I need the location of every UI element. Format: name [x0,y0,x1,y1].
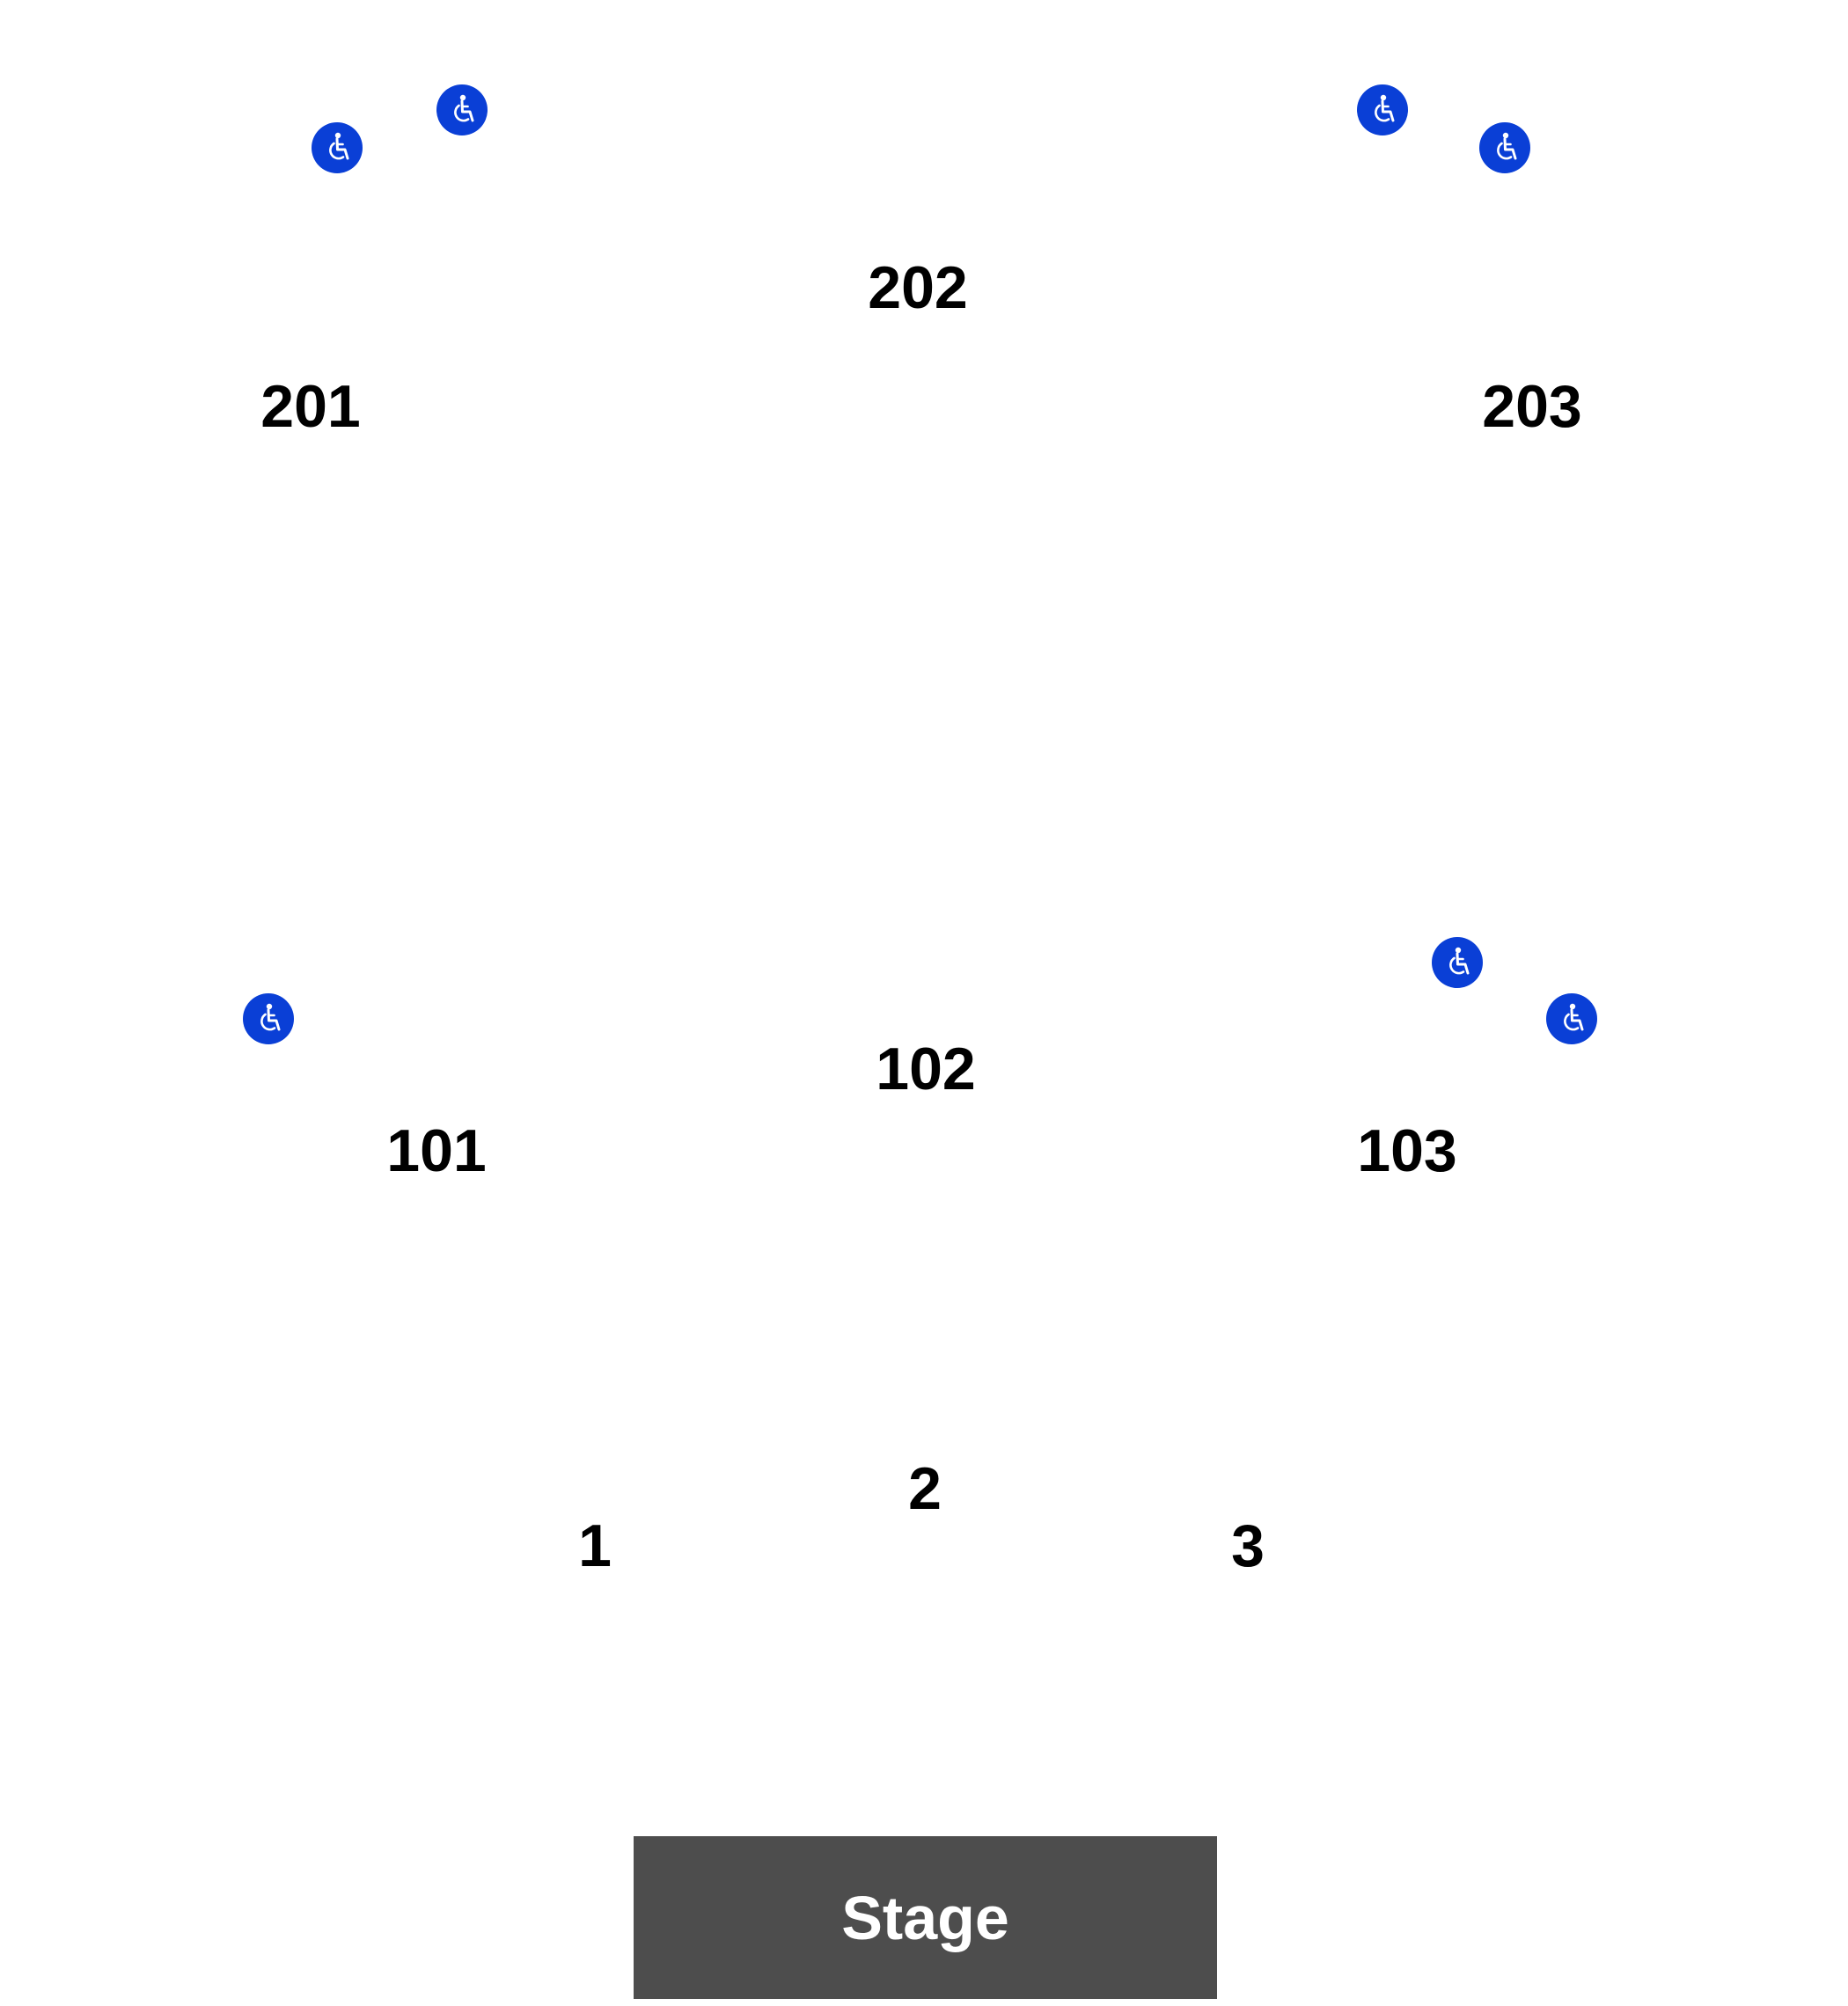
stage-label: Stage [841,1883,1009,1952]
wheelchair-icon [1357,84,1408,135]
section-102-label[interactable]: 102 [876,1036,976,1102]
wheelchair-icon [1546,993,1597,1044]
section-2-label[interactable]: 2 [908,1455,942,1522]
section-1-label[interactable]: 1 [578,1512,612,1579]
section-101-label[interactable]: 101 [386,1117,487,1184]
section-3-label[interactable]: 3 [1231,1512,1265,1579]
wheelchair-icon [1479,122,1530,173]
section-103-label[interactable]: 103 [1357,1117,1457,1184]
wheelchair-icon [312,122,363,173]
wheelchair-icon [243,993,294,1044]
section-203-label[interactable]: 203 [1482,373,1582,440]
section-202-label[interactable]: 202 [868,254,968,321]
wheelchair-icon [436,84,488,135]
section-201-label[interactable]: 201 [260,373,361,440]
wheelchair-icon [1432,937,1483,988]
stage: Stage [634,1836,1217,1999]
